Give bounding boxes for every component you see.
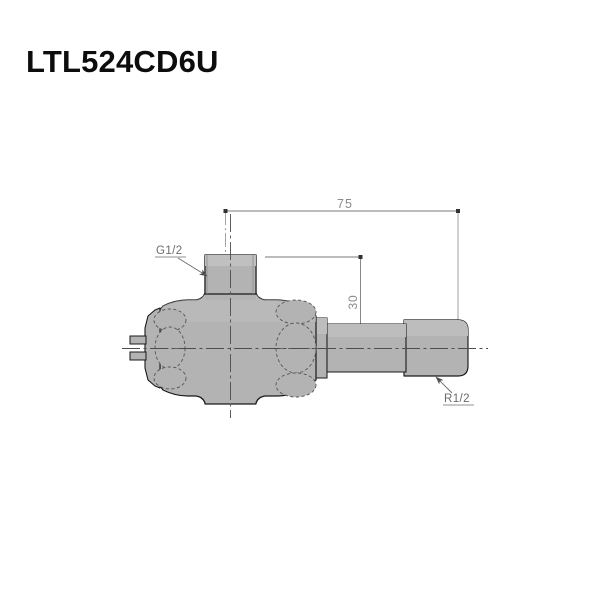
outlet-highlight [404, 320, 468, 336]
dimension-dot-top [358, 255, 363, 259]
dimension-dot-right [456, 209, 460, 213]
leader-line-r-thread [435, 376, 453, 394]
dimension-dot-left [223, 209, 228, 213]
hidden-ellipse-left-bottom [153, 366, 187, 390]
annotation-r-thread: R1/2 [435, 376, 474, 406]
left-tab-lower [129, 351, 147, 361]
transition-collar-highlight [315, 318, 327, 334]
page-title: LTL524CD6U [26, 44, 219, 79]
hidden-ellipse-right-center [275, 322, 317, 374]
inlet-boss-highlight [205, 255, 256, 266]
dimension-value-30: 30 [346, 295, 360, 310]
hidden-ellipse-right-top [275, 299, 317, 325]
hidden-ellipse-left-center [154, 326, 186, 370]
annotation-label-g-thread: G1/2 [156, 245, 183, 257]
hidden-feature-group [153, 299, 317, 398]
shaft-highlight [325, 324, 406, 337]
annotation-label-r-thread: R1/2 [444, 393, 470, 405]
hidden-ellipse-left-top [153, 308, 187, 332]
dimension-value-75: 75 [337, 197, 353, 211]
left-tab-upper [129, 335, 147, 345]
leader-line-g-thread [177, 257, 208, 277]
annotation-g-thread: G1/2 [155, 245, 208, 277]
hidden-ellipse-right-bottom [275, 372, 317, 398]
